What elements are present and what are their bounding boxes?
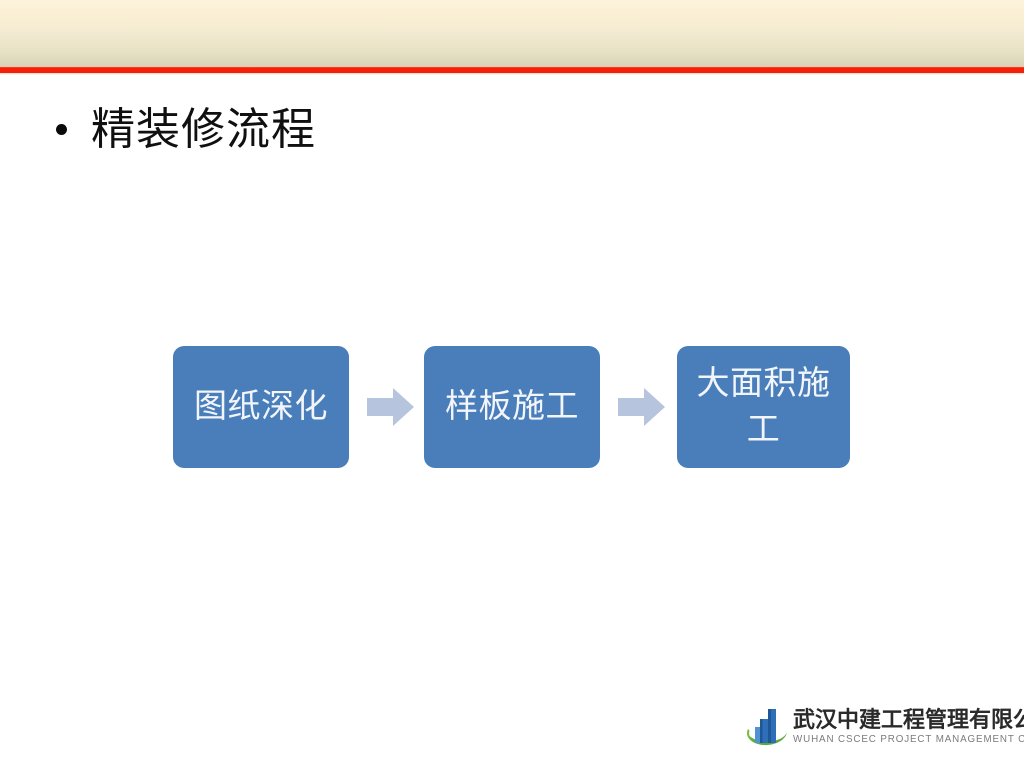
logo-company-name-cn: 武汉中建工程管理有限公司 <box>793 707 1024 733</box>
flow-step-label-3: 大面积施工 <box>696 366 831 448</box>
slide-bullet-item: 精装修流程 <box>56 104 316 156</box>
flow-step-box-3[interactable]: 大面积施工 <box>677 346 850 468</box>
page-title: 精装修流程 <box>91 105 316 154</box>
flow-arrow-2 <box>618 387 666 427</box>
bullet-dot-icon <box>56 124 67 135</box>
company-logo: 武汉中建工程管理有限公司 WUHAN CSCEC PROJECT MANAGEM… <box>742 704 1024 750</box>
header-rule-shadow <box>0 73 1024 75</box>
flow-step-label-1: 图纸深化 <box>194 389 328 425</box>
header-red-rule <box>0 68 1024 73</box>
flow-step-label-2: 样板施工 <box>445 389 579 425</box>
flow-step-box-1[interactable]: 图纸深化 <box>173 346 349 468</box>
logo-text-block: 武汉中建工程管理有限公司 WUHAN CSCEC PROJECT MANAGEM… <box>793 707 1024 746</box>
flow-arrow-1 <box>367 387 415 427</box>
logo-building-swoosh-icon <box>742 705 790 749</box>
header-gradient-band <box>0 0 1024 68</box>
flow-step-box-2[interactable]: 样板施工 <box>424 346 600 468</box>
logo-company-name-en: WUHAN CSCEC PROJECT MANAGEMENT CO., LTD <box>793 733 1024 745</box>
process-flow-diagram: 图纸深化 样板施工 大面积施工 <box>173 346 850 468</box>
